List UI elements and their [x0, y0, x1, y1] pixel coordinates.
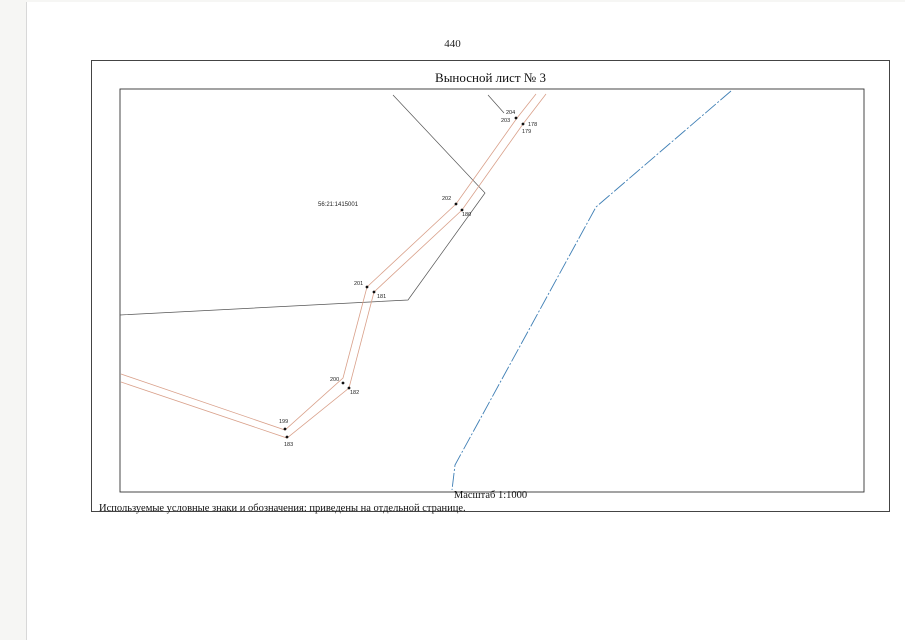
point-marker	[460, 208, 464, 212]
point-marker	[454, 202, 458, 206]
point-label-200: 200	[330, 377, 339, 383]
sheet-title: Выносной лист № 3	[435, 70, 546, 85]
waterway-line	[451, 90, 732, 491]
page-number: 440	[444, 38, 461, 50]
boundary-points: 204 203 178 179 202 180 201 181 200 182 …	[279, 110, 537, 448]
point-marker	[347, 386, 351, 390]
parcel-boundary-fragment	[487, 94, 505, 114]
point-label-183: 183	[284, 442, 293, 448]
legend-note: Используемые условные знаки и обозначени…	[99, 503, 466, 514]
point-marker	[365, 285, 369, 289]
point-label-203: 203	[501, 118, 510, 124]
strip-boundary-left	[120, 93, 537, 431]
point-marker	[341, 381, 345, 385]
point-marker	[521, 122, 525, 126]
point-label-204: 204	[506, 110, 515, 116]
document-sheet	[26, 2, 905, 640]
point-marker	[283, 427, 287, 431]
map-frame	[119, 88, 865, 493]
point-label-181: 181	[377, 294, 386, 300]
point-label-201: 201	[354, 281, 363, 287]
scale-text: Масштаб 1:1000	[453, 490, 528, 501]
point-label-202: 202	[442, 196, 451, 202]
point-marker	[372, 290, 376, 294]
cadastral-number-label: 56:21:1415001	[318, 202, 359, 208]
point-marker	[285, 435, 289, 439]
point-label-182: 182	[350, 390, 359, 396]
point-label-199: 199	[279, 419, 288, 425]
point-label-178: 178	[528, 122, 537, 128]
parcel-boundary	[119, 94, 486, 316]
point-label-180: 180	[462, 212, 471, 218]
outer-frame	[91, 60, 890, 512]
point-label-179: 179	[522, 129, 531, 135]
point-marker	[514, 116, 518, 120]
